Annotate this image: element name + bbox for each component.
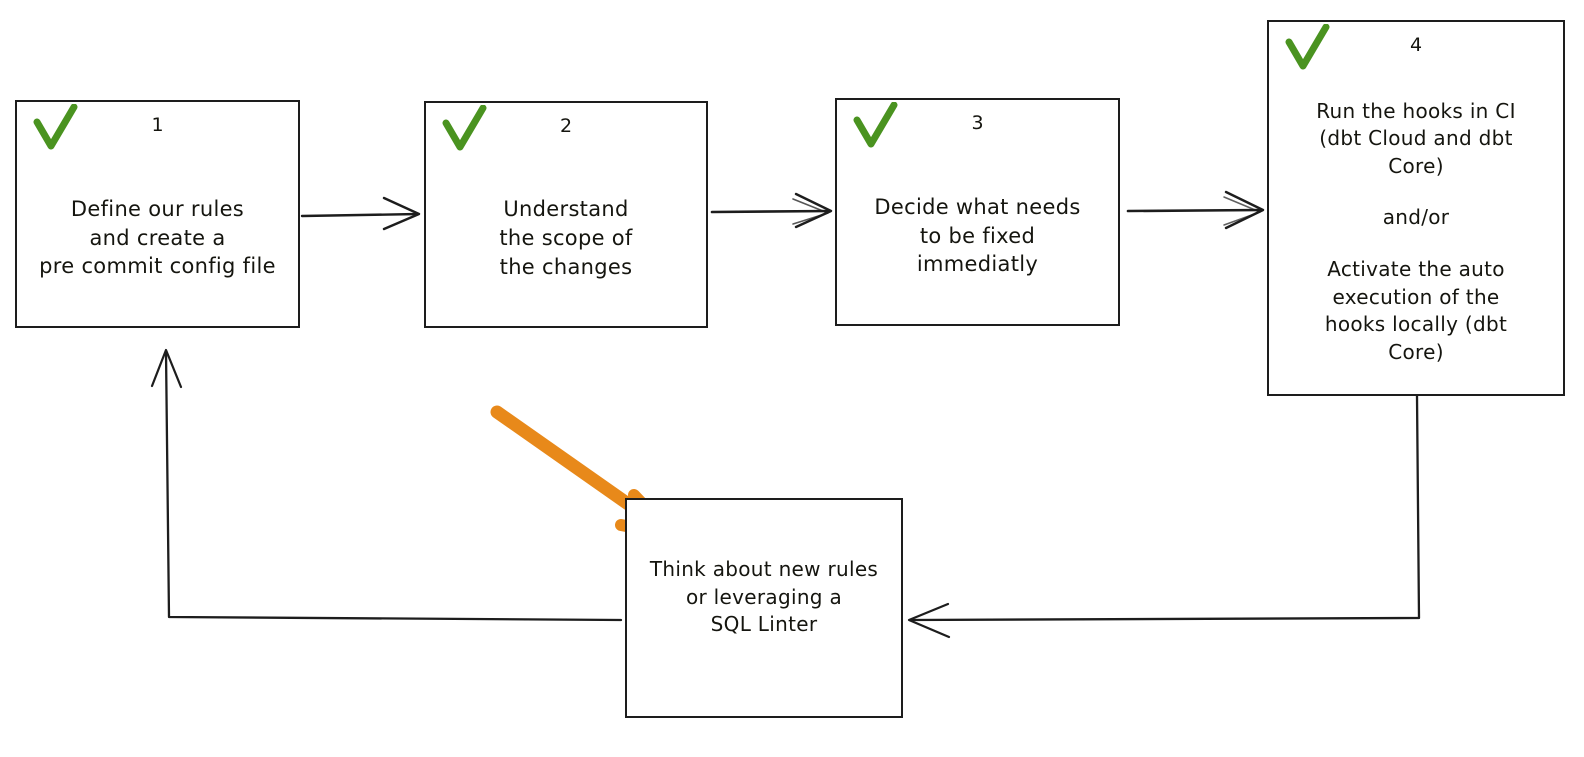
node-text-line: hooks locally (dbt (1324, 312, 1508, 337)
node-text-line: to be fixed (919, 223, 1036, 248)
node-body: Decide what needs to be fixed immediatly (837, 154, 1118, 324)
node-header: 4 (1269, 22, 1563, 76)
edge-step4-loop (907, 394, 1421, 639)
node-text-line: Core) (1388, 153, 1444, 178)
node-text-line: and create a (89, 225, 226, 250)
node-body: Run the hooks in CI (dbt Cloud and dbt C… (1269, 76, 1563, 394)
edge-step3-step4 (1126, 190, 1265, 230)
node-header (627, 500, 901, 546)
green-checkmark-icon (442, 105, 487, 151)
green-checkmark-icon (1285, 24, 1330, 70)
node-header: 2 (426, 103, 706, 157)
node-text-line: pre commit config file (39, 254, 276, 279)
edge-step2-step3 (710, 192, 833, 229)
step-number: 4 (1409, 34, 1423, 56)
node-body: Define our rules and create a pre commit… (17, 156, 298, 326)
node-text-line: Define our rules (70, 196, 245, 221)
node-text-line: Understand (503, 197, 629, 222)
node-body: Think about new rules or leveraging a SQ… (627, 546, 901, 716)
edge-step1-step2 (300, 196, 421, 231)
node-text-line: the changes (499, 254, 633, 279)
node-text-line: SQL Linter (710, 612, 818, 637)
node-header: 3 (837, 100, 1118, 154)
flow-node-step-3[interactable]: 3 Decide what needs to be fixed immediat… (835, 98, 1120, 326)
flow-node-step-2[interactable]: 2 Understand the scope of the changes (424, 101, 708, 328)
flow-node-step-4[interactable]: 4 Run the hooks in CI (dbt Cloud and dbt… (1267, 20, 1565, 396)
node-text-line: Activate the auto (1327, 257, 1505, 281)
node-text-line: Core) (1388, 339, 1444, 364)
node-text-line: Decide what needs (874, 194, 1081, 219)
node-text-line: Think about new rules (649, 557, 879, 581)
flow-node-step-1[interactable]: 1 Define our rules and create a pre comm… (15, 100, 300, 328)
step-number: 2 (559, 115, 573, 137)
green-checkmark-icon (853, 102, 898, 148)
step-number: 3 (971, 112, 984, 134)
node-text-line: execution of the (1332, 284, 1500, 309)
node-text-line: the scope of (499, 226, 633, 251)
green-checkmark-icon (33, 104, 78, 150)
node-text-line: immediatly (916, 252, 1039, 277)
node-header: 1 (17, 102, 298, 156)
node-connector-text: and/or (1382, 205, 1450, 230)
edge-loop-step1 (150, 348, 623, 622)
flow-node-loop[interactable]: Think about new rules or leveraging a SQ… (625, 498, 903, 718)
node-text-line: Run the hooks in CI (1316, 98, 1516, 123)
node-body: Understand the scope of the changes (426, 157, 706, 326)
node-text-line: (dbt Cloud and dbt (1319, 126, 1513, 151)
node-text-line: or leveraging a (685, 584, 843, 609)
step-number: 1 (151, 114, 164, 136)
